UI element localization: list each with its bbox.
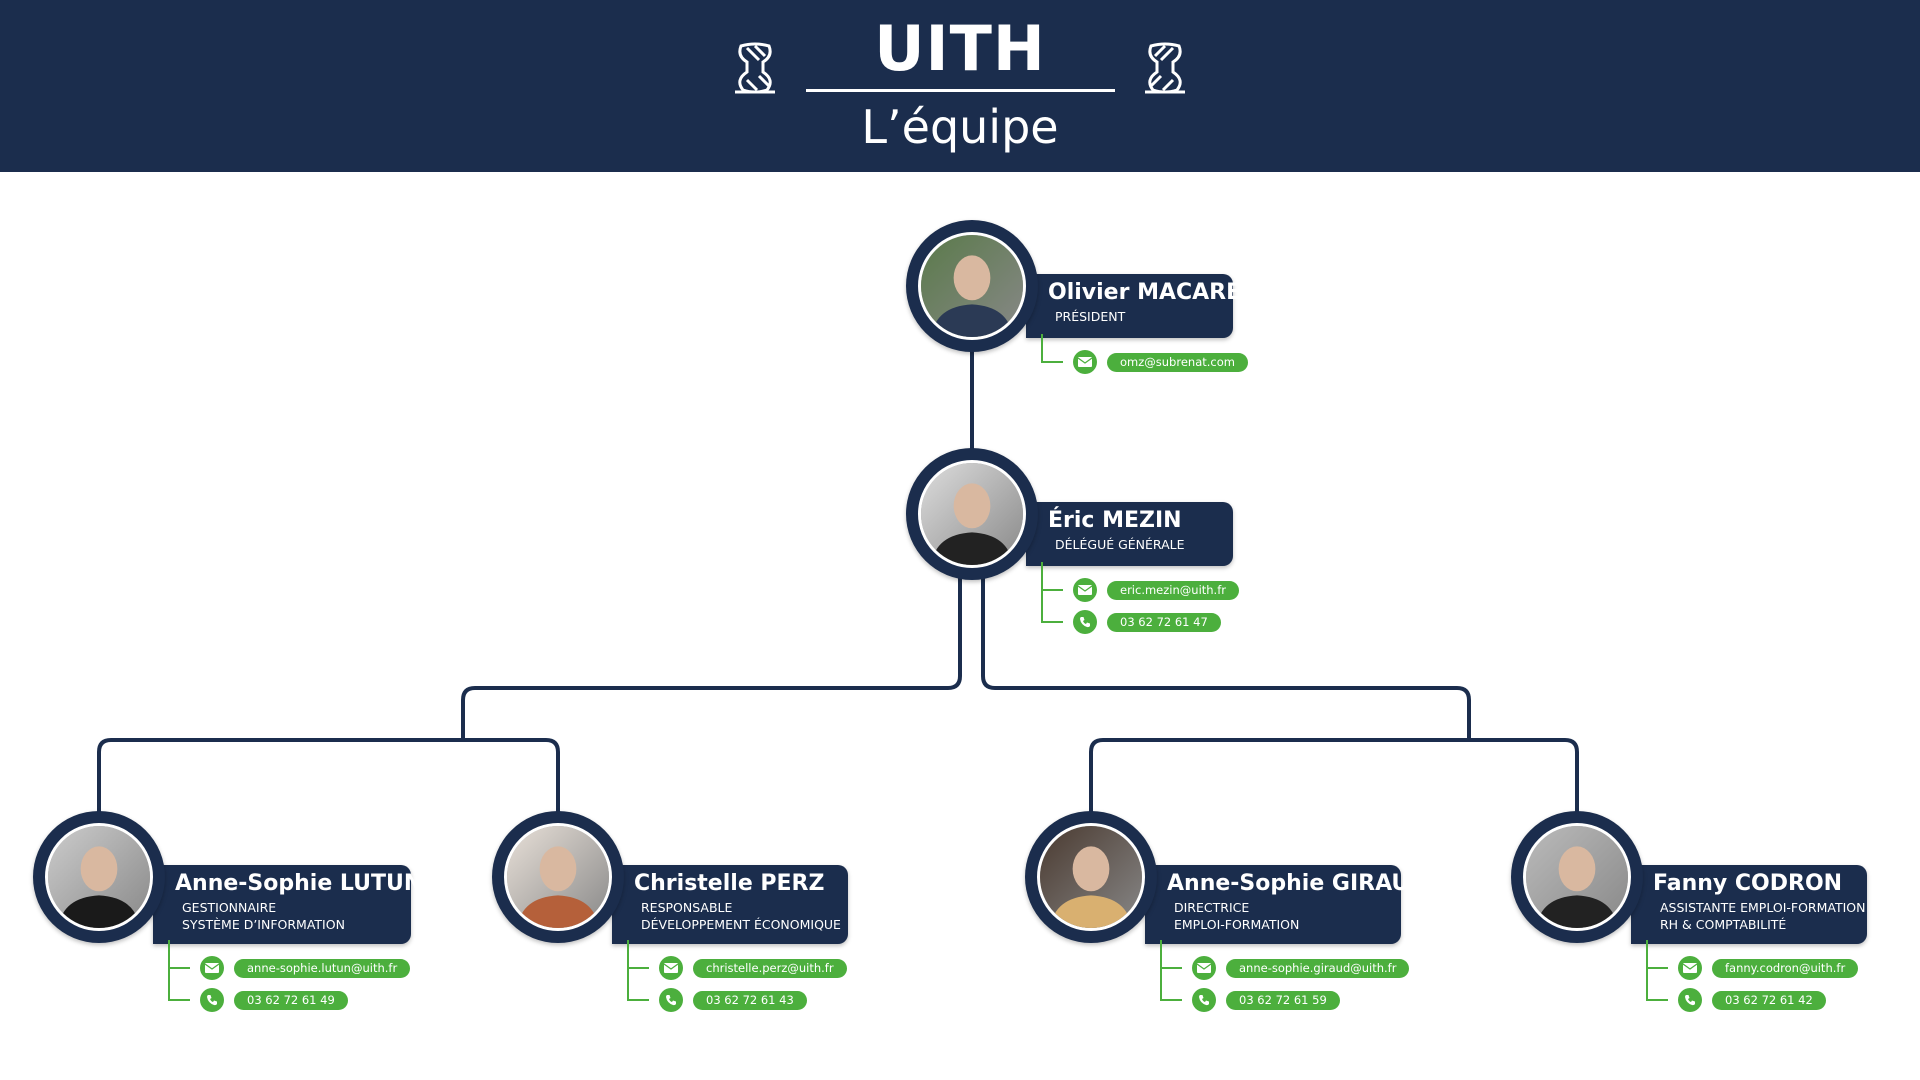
phone-row: 03 62 72 61 49 — [168, 984, 410, 1016]
mail-glyph — [1197, 963, 1211, 973]
phone-row: 03 62 72 61 59 — [1160, 984, 1409, 1016]
contact-list: christelle.perz@uith.fr 03 62 72 61 43 — [627, 940, 847, 1016]
person-name: Anne-Sophie LUTUN — [175, 871, 423, 896]
email-link[interactable]: anne-sophie.giraud@uith.fr — [1226, 958, 1410, 978]
avatar — [492, 811, 624, 943]
person-node: Anne-Sophie GIRAUD DIRECTRICE EMPLOI-FORMA… — [1025, 811, 1428, 1012]
connector-left-group — [97, 738, 560, 812]
person-card: Fanny CODRON ASSISTANTE EMPLOI-FORMATION R… — [1631, 865, 1867, 944]
person-photo — [918, 460, 1026, 568]
contact-list: fanny.codron@uith.fr 03 62 72 61 42 — [1646, 940, 1859, 1016]
email-row: fanny.codron@uith.fr — [1646, 952, 1859, 984]
email-link[interactable]: anne-sophie.lutun@uith.fr — [234, 958, 411, 978]
person-node: Olivier MACAREZ PRÉSIDENT omz@subrenat.co… — [906, 220, 1257, 374]
email-link[interactable]: eric.mezin@uith.fr — [1107, 580, 1239, 600]
avatar — [906, 220, 1038, 352]
person-photo — [1037, 823, 1145, 931]
mail-glyph — [1078, 585, 1092, 595]
connector-left-branch — [461, 575, 962, 740]
email-icon — [659, 956, 683, 980]
person-name: Anne-Sophie GIRAUD — [1167, 871, 1428, 896]
person-card: Anne-Sophie GIRAUD DIRECTRICE EMPLOI-FORMA… — [1145, 865, 1428, 944]
email-row: eric.mezin@uith.fr — [1041, 574, 1239, 606]
email-row: anne-sophie.lutun@uith.fr — [168, 952, 411, 984]
yarn-logo-icon — [735, 42, 775, 94]
person-card: Christelle PERZ RESPONSABLE DÉVELOPPEMENT … — [612, 865, 848, 944]
phone-row: 03 62 72 61 42 — [1646, 984, 1858, 1016]
person-card: Anne-Sophie LUTUN GESTIONNAIRE SYSTÈME D’I… — [153, 865, 423, 944]
avatar — [1511, 811, 1643, 943]
yarn-logo-icon — [1145, 42, 1185, 94]
mail-glyph — [1683, 963, 1697, 973]
phone-link[interactable]: 03 62 72 61 42 — [1712, 990, 1826, 1010]
email-row: anne-sophie.giraud@uith.fr — [1160, 952, 1410, 984]
email-link[interactable]: fanny.codron@uith.fr — [1712, 958, 1859, 978]
person-card: Éric MEZIN DÉLÉGUÉ GÉNÉRALE — [1026, 502, 1233, 566]
avatar — [33, 811, 165, 943]
person-role: DIRECTRICE — [1174, 900, 1250, 915]
title-divider — [806, 89, 1115, 92]
page-subtitle: L’équipe — [861, 100, 1059, 154]
phone-link[interactable]: 03 62 72 61 59 — [1226, 990, 1340, 1010]
contact-list: anne-sophie.giraud@uith.fr 03 62 72 61 59 — [1160, 940, 1410, 1016]
person-name: Olivier MACAREZ — [1048, 280, 1258, 305]
person-role: DÉVELOPPEMENT ÉCONOMIQUE — [641, 917, 841, 932]
phone-icon — [1192, 988, 1216, 1012]
phone-icon — [1073, 610, 1097, 634]
person-photo — [918, 232, 1026, 340]
mail-glyph — [205, 963, 219, 973]
person-role: DÉLÉGUÉ GÉNÉRALE — [1055, 537, 1185, 552]
contact-list: anne-sophie.lutun@uith.fr 03 62 72 61 49 — [168, 940, 411, 1016]
person-role: ASSISTANTE EMPLOI-FORMATION — [1660, 900, 1866, 915]
person-role: RH & COMPTABILITÉ — [1660, 917, 1787, 932]
phone-icon — [659, 988, 683, 1012]
person-node: Christelle PERZ RESPONSABLE DÉVELOPPEMENT … — [492, 811, 848, 1012]
contact-list: eric.mezin@uith.fr 03 62 72 61 47 — [1041, 562, 1239, 638]
phone-row: 03 62 72 61 47 — [1041, 606, 1239, 638]
email-icon — [1192, 956, 1216, 980]
email-link[interactable]: christelle.perz@uith.fr — [693, 958, 847, 978]
phone-link[interactable]: 03 62 72 61 43 — [693, 990, 807, 1010]
contact-list: omz@subrenat.com — [1041, 334, 1248, 378]
person-role: RESPONSABLE — [641, 900, 733, 915]
person-name: Fanny CODRON — [1653, 871, 1843, 896]
person-role: SYSTÈME D’INFORMATION — [182, 917, 345, 932]
person-photo — [1523, 823, 1631, 931]
person-node: Fanny CODRON ASSISTANTE EMPLOI-FORMATION R… — [1511, 811, 1867, 1012]
avatar — [906, 448, 1038, 580]
email-icon — [200, 956, 224, 980]
person-card: Olivier MACAREZ PRÉSIDENT — [1026, 274, 1258, 338]
mail-glyph — [664, 963, 678, 973]
phone-link[interactable]: 03 62 72 61 47 — [1107, 612, 1221, 632]
email-icon — [1073, 350, 1097, 374]
connector-right-group — [1089, 738, 1579, 812]
avatar — [1025, 811, 1157, 943]
phone-link[interactable]: 03 62 72 61 49 — [234, 990, 348, 1010]
person-node: Éric MEZIN DÉLÉGUÉ GÉNÉRALE eric.mezin@ui… — [906, 448, 1239, 634]
person-photo — [504, 823, 612, 931]
person-role: GESTIONNAIRE — [182, 900, 277, 915]
phone-icon — [1678, 988, 1702, 1012]
mail-glyph — [1078, 357, 1092, 367]
connector-right-branch — [981, 575, 1471, 740]
phone-icon — [200, 988, 224, 1012]
email-row: christelle.perz@uith.fr — [627, 952, 847, 984]
header: UITH L’équipe — [0, 0, 1920, 172]
email-row: omz@subrenat.com — [1041, 346, 1248, 378]
email-link[interactable]: omz@subrenat.com — [1107, 352, 1248, 372]
person-name: Éric MEZIN — [1048, 508, 1182, 533]
page-title: UITH — [874, 12, 1046, 85]
person-role: EMPLOI-FORMATION — [1174, 917, 1300, 932]
person-photo — [45, 823, 153, 931]
person-name: Christelle PERZ — [634, 871, 825, 896]
email-icon — [1678, 956, 1702, 980]
phone-row: 03 62 72 61 43 — [627, 984, 847, 1016]
email-icon — [1073, 578, 1097, 602]
person-node: Anne-Sophie LUTUN GESTIONNAIRE SYSTÈME D’I… — [33, 811, 422, 1012]
person-role: PRÉSIDENT — [1055, 309, 1126, 324]
